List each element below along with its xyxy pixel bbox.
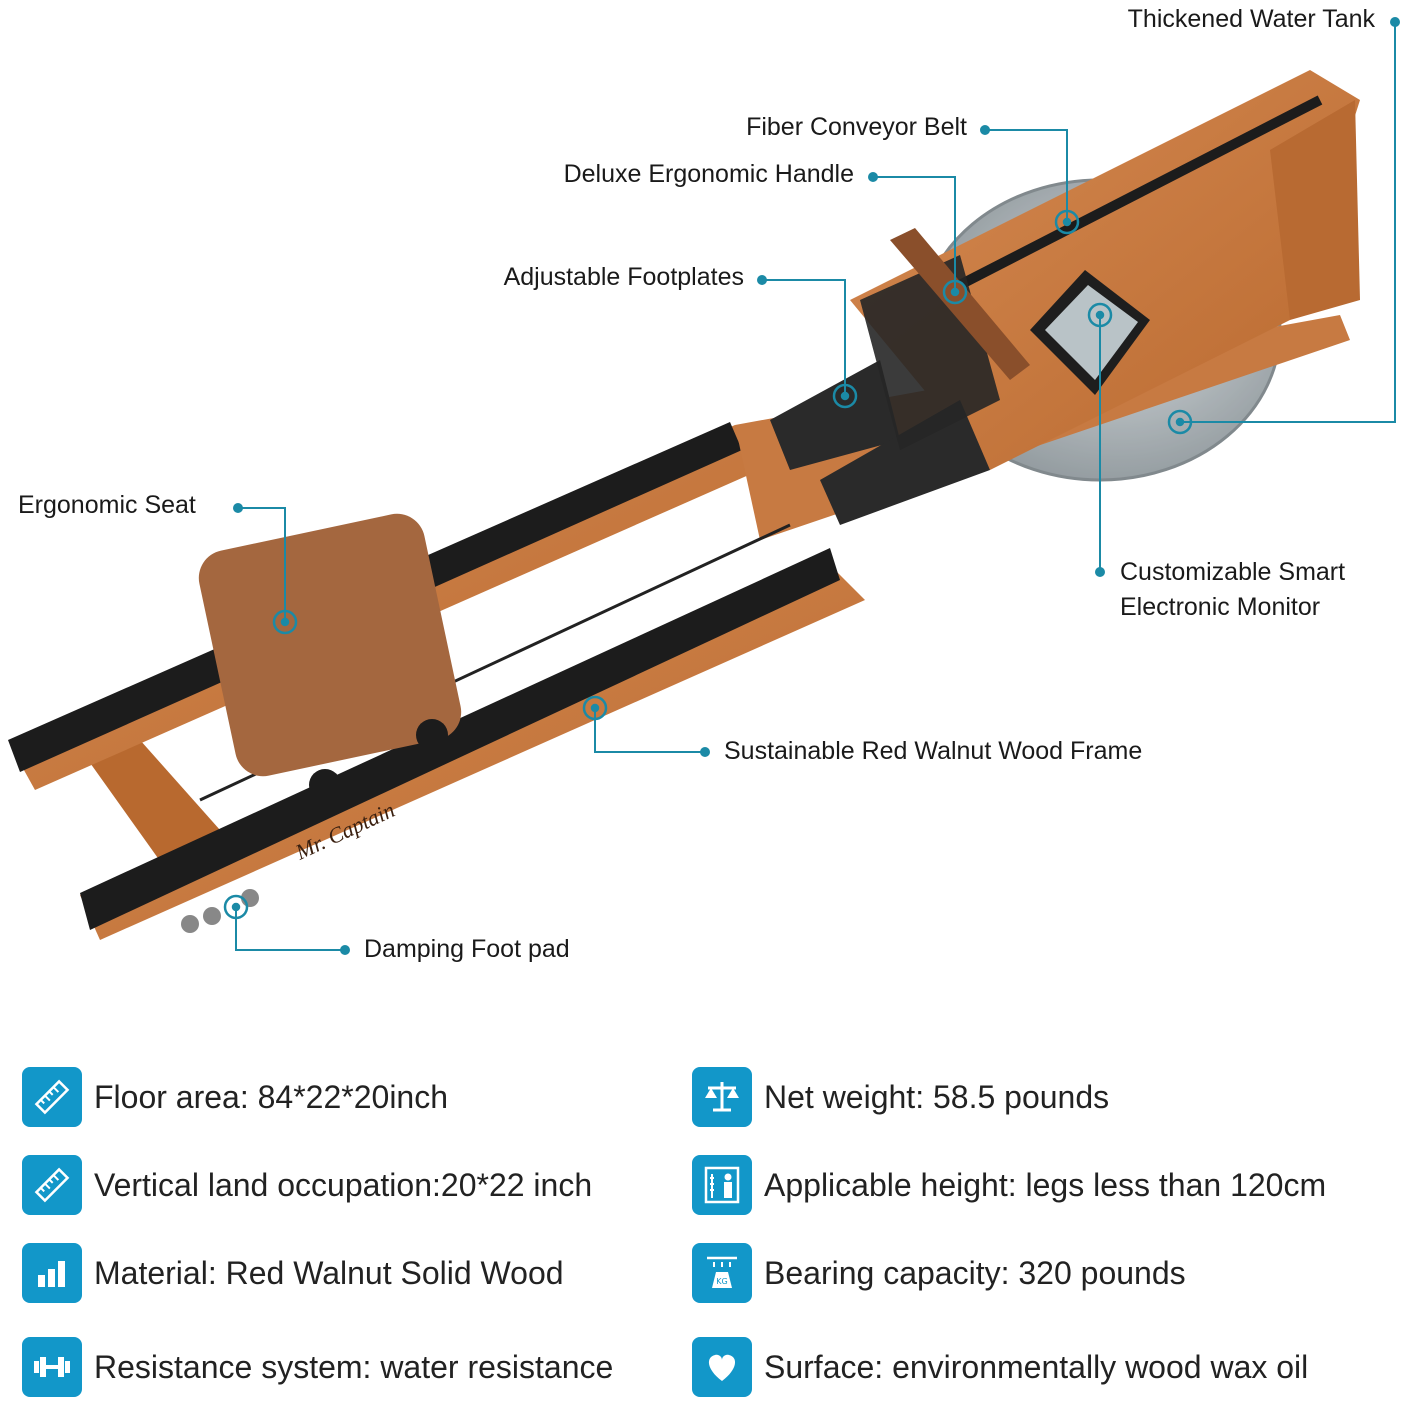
rowing-machine-drawing: Mr. Captain <box>8 17 1400 955</box>
seat-wheel <box>416 719 448 751</box>
callout-monitor-line2: Electronic Monitor <box>1120 593 1321 621</box>
front-post <box>1270 100 1360 320</box>
spec-text: Floor area: 84*22*20inch <box>94 1078 449 1115</box>
scale-icon <box>692 1067 752 1127</box>
footplate-left <box>770 360 900 470</box>
spec-net-weight: Net weight: 58.5 pounds <box>692 1067 1109 1127</box>
callout-foot-pad: Damping Foot pad <box>364 935 570 963</box>
foot-pad <box>203 907 221 925</box>
spec-text: Vertical land occupation:20*22 inch <box>94 1166 593 1203</box>
conveyor-belt <box>947 95 1323 295</box>
rear-leg <box>88 740 220 868</box>
callout-water-tank: Thickened Water Tank <box>1127 5 1375 33</box>
weight-kg-icon: KG <box>692 1243 752 1303</box>
spec-height: Applicable height: legs less than 120cm <box>692 1155 1326 1215</box>
callout-footplates: Adjustable Footplates <box>503 263 744 291</box>
dumbbell-icon <box>22 1337 82 1397</box>
callout-seat: Ergonomic Seat <box>18 491 196 519</box>
heart-icon <box>692 1337 752 1397</box>
lower-rail-top <box>80 548 840 930</box>
seat <box>198 513 462 777</box>
footplate-right <box>820 400 990 525</box>
leader-dots <box>233 17 1400 955</box>
handle <box>890 228 1030 380</box>
ruler-icon <box>22 1067 82 1127</box>
callout-conveyor-belt: Fiber Conveyor Belt <box>746 113 967 141</box>
spec-resistance: Resistance system: water resistance <box>22 1337 613 1397</box>
callout-monitor-line1: Customizable Smart <box>1120 558 1346 586</box>
svg-text:KG: KG <box>716 1277 727 1286</box>
monitor-screen <box>1045 285 1138 380</box>
leader-lines <box>235 22 1396 951</box>
spec-surface: Surface: environmentally wood wax oil <box>692 1337 1308 1397</box>
ruler-icon <box>22 1155 82 1215</box>
height-person-icon <box>692 1155 752 1215</box>
spec-text: Resistance system: water resistance <box>94 1348 614 1385</box>
product-illustration: Mr. Captain Thickened Water Tank Fiber C… <box>8 5 1400 963</box>
target-markers <box>223 209 1193 920</box>
spec-text: Surface: environmentally wood wax oil <box>764 1348 1309 1385</box>
spec-text: Applicable height: legs less than 120cm <box>764 1166 1327 1203</box>
spec-bearing: KG Bearing capacity: 320 pounds <box>692 1243 1186 1303</box>
spec-vertical-occupation: Vertical land occupation:20*22 inch <box>22 1155 592 1215</box>
bar-chart-icon <box>22 1243 82 1303</box>
spec-text: Net weight: 58.5 pounds <box>764 1078 1110 1115</box>
spec-text: Bearing capacity: 320 pounds <box>764 1254 1186 1291</box>
lower-rail-wood <box>80 570 865 940</box>
callout-handle: Deluxe Ergonomic Handle <box>563 160 854 188</box>
seat-wheel <box>309 769 341 801</box>
spec-floor-area: Floor area: 84*22*20inch <box>22 1067 448 1127</box>
callout-frame: Sustainable Red Walnut Wood Frame <box>724 737 1143 765</box>
spec-material: Material: Red Walnut Solid Wood <box>22 1243 564 1303</box>
foot-pad <box>181 915 199 933</box>
spec-text: Material: Red Walnut Solid Wood <box>94 1254 564 1291</box>
